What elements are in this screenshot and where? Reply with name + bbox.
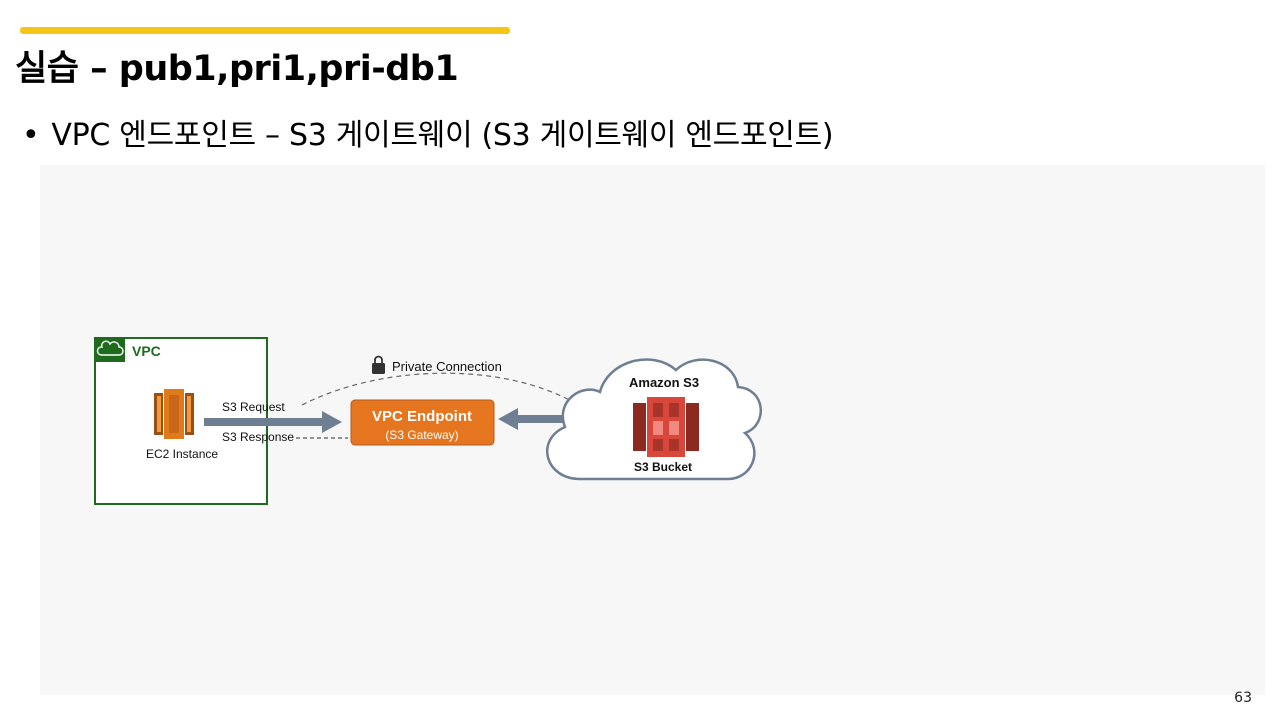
request-arrow [204,411,342,433]
bullet-dot: • [22,118,40,153]
bullet-item: • VPC 엔드포인트 – S3 게이트웨이 (S3 게이트웨이 엔드포인트) [22,110,834,154]
endpoint-title: VPC Endpoint [372,408,472,425]
cloud-icon [95,338,125,362]
vpc-label: VPC [132,343,161,359]
private-connection-label: Private Connection [392,359,502,374]
bullet-text: VPC 엔드포인트 – S3 게이트웨이 (S3 게이트웨이 엔드포인트) [51,118,834,153]
lock-icon [372,355,385,374]
page-number: 63 [1234,690,1252,706]
endpoint-subtitle: (S3 Gateway) [385,428,458,442]
ec2-instance-icon [154,389,194,439]
slide-title: 실습 – pub1,pri1,pri-db1 [15,49,459,89]
request-label: S3 Request [222,400,285,414]
response-label: S3 Response [222,430,294,444]
vpc-endpoint-box [350,399,495,446]
title-accent-bar [20,27,510,34]
ec2-label: EC2 Instance [146,447,218,461]
s3-bucket-icon [633,397,699,457]
cloud-label: Amazon S3 [629,375,699,390]
architecture-diagram: VPC EC2 Instance S3 Request S3 Response … [40,165,1265,695]
bucket-label: S3 Bucket [634,460,692,474]
diagram-canvas: VPC EC2 Instance S3 Request S3 Response … [94,337,762,505]
